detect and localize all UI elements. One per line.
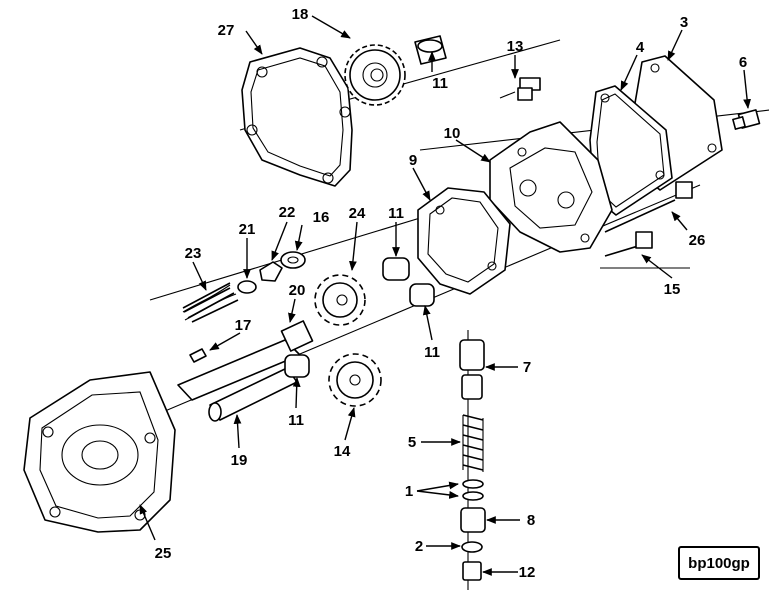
diagram-code-label: bp100gp — [678, 546, 760, 580]
valve-piston-7 — [459, 339, 485, 400]
gear-24 — [314, 274, 366, 326]
washer-2 — [461, 541, 483, 553]
callout-8: 8 — [527, 512, 535, 529]
callout-labels: 18 27 11 13 3 4 6 10 9 22 16 21 24 11 23… — [155, 6, 748, 581]
spring-23 — [182, 282, 239, 323]
callout-11d: 11 — [288, 412, 304, 429]
callout-22: 22 — [279, 204, 296, 221]
bolt-6 — [732, 109, 761, 130]
callout-11b: 11 — [388, 205, 404, 222]
callout-18: 18 — [292, 6, 309, 23]
callout-11a: 11 — [432, 75, 448, 92]
bushing-11-bottom — [284, 354, 310, 378]
callout-11c: 11 — [424, 344, 440, 361]
bushing-11-lower — [409, 283, 435, 307]
callout-12: 12 — [519, 564, 536, 581]
callout-27: 27 — [218, 22, 235, 39]
leader-lines — [139, 15, 751, 576]
gear-14 — [328, 353, 382, 407]
callout-6: 6 — [739, 54, 747, 71]
nut-12 — [462, 561, 482, 581]
callout-21: 21 — [239, 221, 256, 238]
callout-20: 20 — [289, 282, 306, 299]
callout-1: 1 — [405, 483, 413, 500]
callout-4: 4 — [636, 39, 645, 56]
gasket-4 — [589, 85, 673, 216]
callout-3: 3 — [680, 14, 688, 31]
gasket-9 — [417, 187, 511, 295]
key-22 — [259, 261, 283, 282]
callout-19: 19 — [231, 452, 248, 469]
pump-housing-25 — [23, 371, 176, 533]
callout-9: 9 — [409, 152, 417, 169]
spring-5 — [462, 414, 484, 472]
callout-26: 26 — [689, 232, 706, 249]
callout-24: 24 — [349, 205, 366, 222]
callout-16: 16 — [313, 209, 330, 226]
callout-2: 2 — [415, 538, 423, 555]
callout-7: 7 — [523, 359, 531, 376]
fitting-13 — [499, 77, 541, 101]
bushing-11-mid — [382, 257, 410, 281]
pump-body-10 — [489, 121, 613, 253]
plug-8 — [460, 507, 486, 533]
callout-5: 5 — [408, 434, 416, 451]
callout-10: 10 — [444, 125, 461, 142]
bolt-26 — [604, 181, 693, 233]
bolt-15 — [604, 231, 653, 257]
callout-25: 25 — [155, 545, 172, 562]
callout-13: 13 — [507, 38, 524, 55]
gasket-27 — [241, 47, 353, 187]
gear-18 — [344, 44, 406, 106]
callout-15: 15 — [664, 281, 681, 298]
snap-ring-21 — [237, 280, 257, 294]
key-17 — [189, 348, 207, 363]
callout-23: 23 — [185, 245, 202, 262]
o-rings-1 — [462, 479, 484, 501]
washer-16 — [280, 251, 306, 269]
callout-17: 17 — [235, 317, 252, 334]
bushing-11-top — [414, 35, 447, 65]
callout-14: 14 — [334, 443, 351, 460]
